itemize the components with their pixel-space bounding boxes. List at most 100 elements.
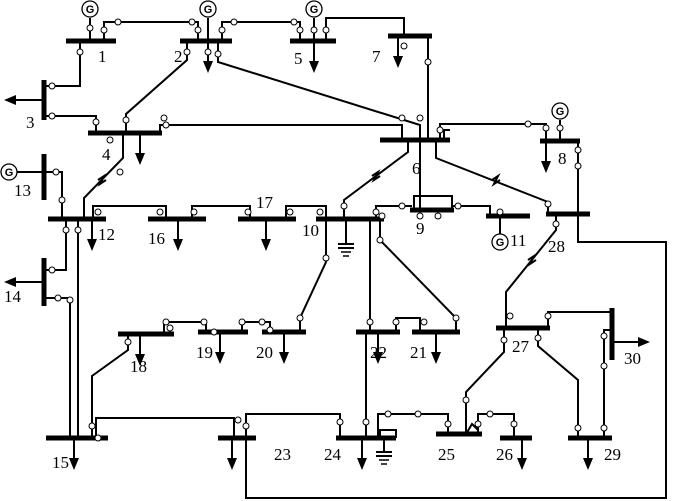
load-arrow-icon <box>261 219 271 251</box>
bus-label-30: 30 <box>624 349 641 368</box>
connection-node <box>48 112 56 120</box>
connection-node <box>372 208 380 216</box>
bus-label-16: 16 <box>148 229 165 248</box>
connection-node <box>194 26 202 34</box>
connection-node <box>600 332 608 340</box>
generator-label: G <box>310 4 319 16</box>
connection-node <box>322 254 330 262</box>
load-arrow-icon <box>69 438 79 470</box>
generator-label: G <box>5 167 14 179</box>
load-arrow-icon <box>279 332 289 364</box>
connection-node <box>183 48 191 56</box>
bus-label-13: 13 <box>14 181 31 200</box>
load-arrow-icon <box>4 95 44 105</box>
connection-node <box>122 116 130 124</box>
transformer-6-10-icon <box>371 169 381 183</box>
bus-label-3: 3 <box>26 113 35 132</box>
connection-node <box>552 220 560 228</box>
connection-node <box>398 114 406 122</box>
bus-label-29: 29 <box>604 445 621 464</box>
connection-node <box>266 326 274 334</box>
connection-node <box>506 312 514 320</box>
line-12-16 <box>92 205 167 219</box>
line-18-19 <box>163 321 207 334</box>
load-arrow-icon <box>309 41 319 73</box>
connection-node <box>462 396 470 404</box>
load-arrow-icon <box>135 334 145 366</box>
load-arrow-icon <box>227 438 237 470</box>
bus-label-4: 4 <box>102 145 111 164</box>
connection-node <box>424 58 432 66</box>
connection-node <box>336 418 344 426</box>
generator-label: G <box>556 106 565 118</box>
line-25-27 <box>465 328 505 434</box>
connection-node <box>242 422 250 430</box>
connection-node <box>416 212 424 220</box>
connection-node <box>86 24 94 32</box>
connection-points <box>48 18 608 442</box>
bus-label-27: 27 <box>512 337 530 356</box>
line-27-30 <box>547 311 612 328</box>
connection-node <box>48 82 56 90</box>
bus-label-25: 25 <box>438 445 455 464</box>
connection-node <box>322 26 330 34</box>
line-10-20 <box>299 219 327 332</box>
load-arrow-icon <box>357 438 367 470</box>
line-14-15 <box>44 297 71 438</box>
transmission-lines <box>44 17 667 499</box>
bus-label-11: 11 <box>510 231 526 250</box>
connection-node <box>188 18 196 26</box>
connection-node <box>94 208 102 216</box>
generator-label: G <box>204 4 213 16</box>
connection-node <box>76 48 84 56</box>
bus-label-19: 19 <box>196 343 213 362</box>
connection-node <box>378 212 386 220</box>
connection-node <box>414 410 422 418</box>
loads <box>4 36 650 470</box>
connection-node <box>420 318 428 326</box>
connection-node <box>286 208 294 216</box>
line-10-21 <box>379 219 457 332</box>
connection-node <box>106 136 114 144</box>
bus-label-12: 12 <box>98 225 115 244</box>
connection-node <box>116 168 124 176</box>
connection-node <box>574 162 582 170</box>
connection-node <box>444 420 452 428</box>
connection-node <box>362 418 370 426</box>
connection-node <box>200 318 208 326</box>
connection-node <box>296 314 304 322</box>
connection-node <box>436 126 444 134</box>
connection-node <box>296 26 304 34</box>
connection-node <box>542 124 550 132</box>
bus-label-2: 2 <box>174 47 183 66</box>
connection-node <box>124 338 132 346</box>
bus-label-24: 24 <box>324 445 342 464</box>
connection-node <box>52 168 60 176</box>
bus-label-15: 15 <box>52 453 69 472</box>
connection-node <box>162 318 170 326</box>
bus-label-18: 18 <box>130 357 147 376</box>
line-23-24 <box>245 413 341 438</box>
line-28-23 <box>245 214 667 499</box>
line-3-4 <box>44 115 97 133</box>
bus-label-9: 9 <box>416 219 425 238</box>
connection-node <box>162 121 170 129</box>
load-arrow-icon <box>612 337 650 347</box>
connection-node <box>600 362 608 370</box>
line-12-14 <box>44 219 67 271</box>
bus-label-22: 22 <box>370 343 387 362</box>
bus-label-8: 8 <box>558 149 567 168</box>
connection-node <box>258 318 266 326</box>
line-9-stub <box>413 195 453 210</box>
connection-node <box>556 124 564 132</box>
load-arrow-icon <box>4 277 44 287</box>
connection-node <box>574 146 582 154</box>
bus-label-6: 6 <box>412 159 421 178</box>
line-27-29 <box>537 328 579 438</box>
connection-node <box>156 208 164 216</box>
line-25-stub <box>465 422 479 435</box>
load-arrow-icon <box>541 141 551 173</box>
line-15-18 <box>91 334 129 438</box>
generator-13-icon: G <box>0 163 44 181</box>
line-12-13 <box>44 171 63 219</box>
